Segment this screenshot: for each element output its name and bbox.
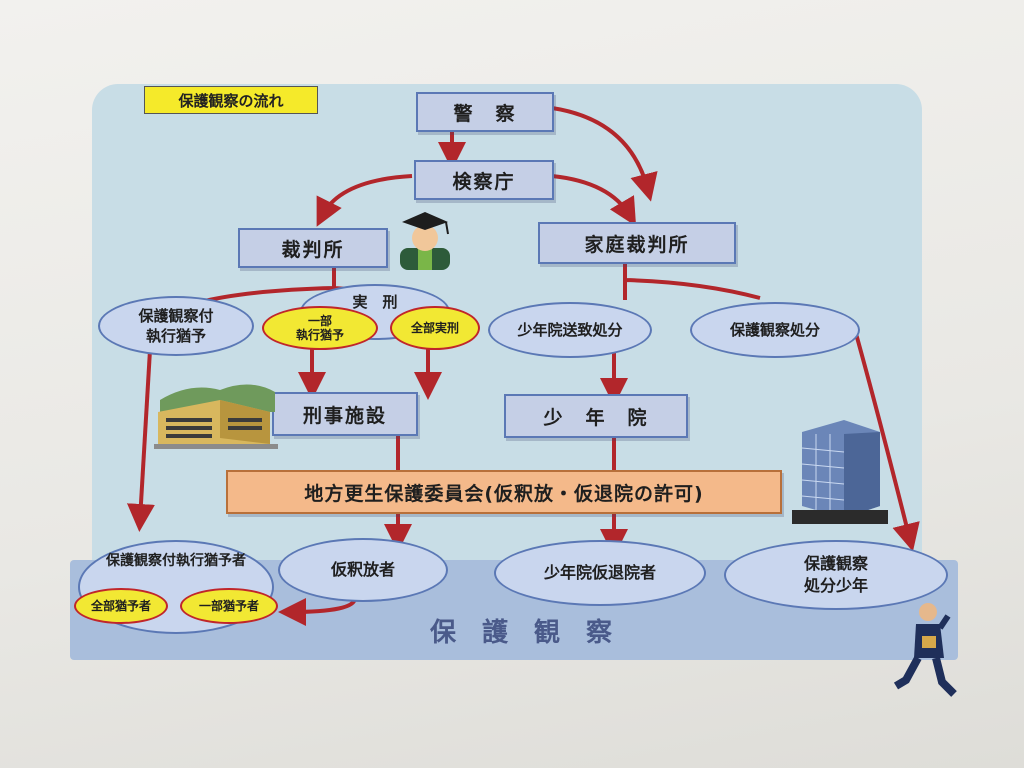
node-prosecutor: 検察庁 <box>414 160 554 200</box>
arrow-prosecutor-court <box>316 174 413 227</box>
arrow-probation-disposition <box>853 329 920 552</box>
node-probation-disposition: 保護観察処分 <box>690 302 860 358</box>
node-partial-suspension: 一部 執行猶予 <box>262 306 378 350</box>
arrow-prosecutor-family <box>551 174 637 227</box>
node-jts-disposition: 少年院送致処分 <box>488 302 652 358</box>
node-penal-institution: 刑事施設 <box>272 392 418 436</box>
node-court: 裁判所 <box>238 228 388 268</box>
band-label: 保護観察 <box>430 618 639 648</box>
arrow-police-family <box>551 106 658 202</box>
node-parolees: 仮釈放者 <box>278 538 448 602</box>
running-officer-icon <box>893 603 957 697</box>
node-probation-juveniles: 保護観察 処分少年 <box>724 540 948 610</box>
node-juvenile-parolees: 少年院仮退院者 <box>494 540 706 606</box>
node-parole-board: 地方更生保護委員会(仮釈放・仮退院の許可) <box>226 470 782 514</box>
diagram-title: 保護観察の流れ <box>144 86 318 114</box>
arrow-suspended-down <box>126 349 155 532</box>
node-juvenile-training-school: 少 年 院 <box>504 394 688 438</box>
node-police: 警 察 <box>416 92 554 132</box>
graduation-judge-icon <box>400 212 450 270</box>
office-building-icon <box>792 420 888 524</box>
node-partial-suspension-person: 一部猶予者 <box>180 588 278 624</box>
node-family-court: 家庭裁判所 <box>538 222 736 264</box>
node-full-suspension-person: 全部猶予者 <box>74 588 168 624</box>
node-full-imprisonment: 全部実刑 <box>390 306 480 350</box>
prison-building-icon <box>154 384 278 449</box>
connector-family-branches <box>623 262 761 300</box>
node-probation-suspended: 保護観察付 執行猶予 <box>98 296 254 356</box>
